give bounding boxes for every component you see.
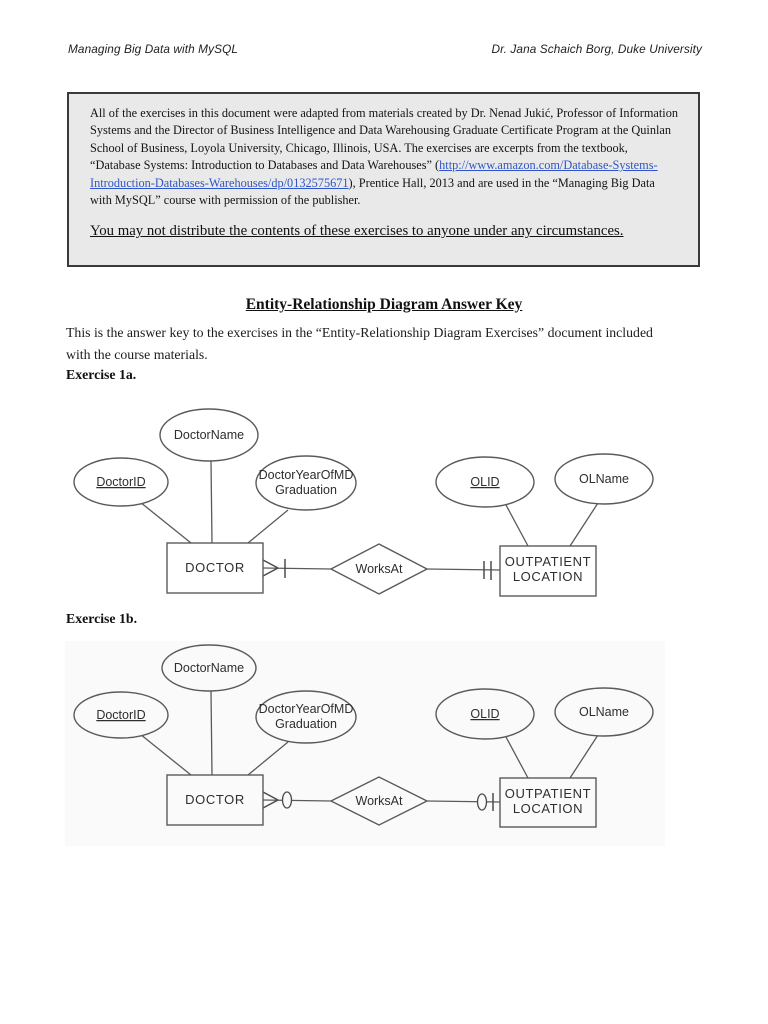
svg-text:OLName: OLName (579, 705, 629, 719)
svg-text:Graduation: Graduation (275, 717, 337, 731)
entity-outpatient-location: OUTPATIENT LOCATION (499, 777, 597, 828)
attribute-olid: OLID (435, 456, 535, 508)
connector-line (139, 733, 192, 776)
crowsfoot-circle-symbol (262, 791, 293, 809)
svg-text:LOCATION: LOCATION (513, 801, 583, 816)
intro-paragraph: This is the answer key to the exercises … (66, 325, 653, 362)
attribute-olname: OLName (554, 453, 654, 505)
svg-text:DoctorID: DoctorID (96, 708, 145, 722)
disclaimer-text-before-link: All of the exercises in this document we… (90, 106, 679, 173)
entity-doctor: DOCTOR (166, 774, 264, 826)
svg-text:DOCTOR: DOCTOR (185, 792, 245, 807)
exercise-1b-heading: Exercise 1b. (66, 611, 138, 626)
svg-text:OLName: OLName (579, 472, 629, 486)
connector-line (262, 567, 332, 570)
circle-one-tick-symbol (476, 793, 494, 811)
svg-text:DoctorYearOfMD: DoctorYearOfMD (259, 702, 354, 716)
page-title: Entity-Relationship Diagram Answer Key (245, 296, 523, 313)
header-course-title: Managing Big Data with MySQL (68, 42, 239, 56)
exercise-1a-heading: Exercise 1a. (66, 367, 137, 382)
attribute-doctorname: DoctorName (161, 644, 257, 692)
svg-text:DoctorYearOfMD: DoctorYearOfMD (259, 468, 354, 482)
attribute-doctoryearofmd: DoctorYearOfMD Graduation (255, 455, 357, 511)
attribute-olname: OLName (554, 687, 654, 737)
connector-line (426, 800, 501, 803)
er-diagram-1a: DoctorName DoctorID DoctorYearOfMD Gradu… (73, 408, 654, 597)
svg-text:OUTPATIENT: OUTPATIENT (505, 786, 591, 801)
disclaimer-paragraph: All of the exercises in this document we… (90, 105, 679, 209)
attribute-doctorid: DoctorID (73, 691, 169, 739)
er-diagram-1b: DoctorName DoctorID DoctorYearOfMD Gradu… (65, 641, 665, 846)
entity-doctor: DOCTOR (166, 542, 264, 594)
connector-line (426, 568, 501, 571)
relationship-worksat: WorksAt (329, 776, 429, 826)
svg-text:OLID: OLID (470, 707, 499, 721)
connector-line (505, 736, 529, 779)
amazon-textbook-link[interactable]: http://www.amazon.com/Database-Systems-I… (90, 158, 658, 190)
header-author: Dr. Jana Schaich Borg, Duke University (491, 42, 702, 56)
svg-text:WorksAt: WorksAt (356, 794, 404, 808)
attribute-doctorid: DoctorID (73, 457, 169, 507)
svg-text:OUTPATIENT: OUTPATIENT (505, 554, 591, 569)
connector-line (569, 502, 599, 547)
connector-line (210, 460, 213, 544)
no-distribution-notice: You may not distribute the contents of t… (90, 223, 624, 240)
disclaimer-text-after-link: ), Prentice Hall, 2013 and are used in t… (90, 175, 655, 208)
connector-line (569, 734, 599, 779)
connector-line (262, 799, 332, 802)
attribute-olid: OLID (435, 688, 535, 740)
svg-text:DoctorName: DoctorName (174, 428, 244, 442)
svg-text:WorksAt: WorksAt (356, 562, 404, 576)
svg-text:DOCTOR: DOCTOR (185, 560, 245, 575)
crowsfoot-one-tick-symbol (262, 559, 286, 578)
connector-line (247, 509, 289, 544)
attribute-doctoryearofmd: DoctorYearOfMD Graduation (255, 690, 357, 744)
svg-text:OLID: OLID (470, 475, 499, 489)
double-tick-symbol (483, 561, 492, 580)
connector-line (247, 741, 289, 776)
svg-text:Graduation: Graduation (275, 483, 337, 497)
svg-text:DoctorID: DoctorID (96, 475, 145, 489)
entity-outpatient-location: OUTPATIENT LOCATION (499, 545, 597, 597)
svg-text:LOCATION: LOCATION (513, 569, 583, 584)
relationship-worksat: WorksAt (329, 543, 429, 595)
disclaimer-box: All of the exercises in this document we… (67, 92, 700, 267)
connector-line (505, 504, 529, 547)
svg-text:DoctorName: DoctorName (174, 661, 244, 675)
connector-line (139, 501, 192, 544)
attribute-doctorname: DoctorName (159, 408, 259, 462)
connector-line (210, 690, 213, 776)
